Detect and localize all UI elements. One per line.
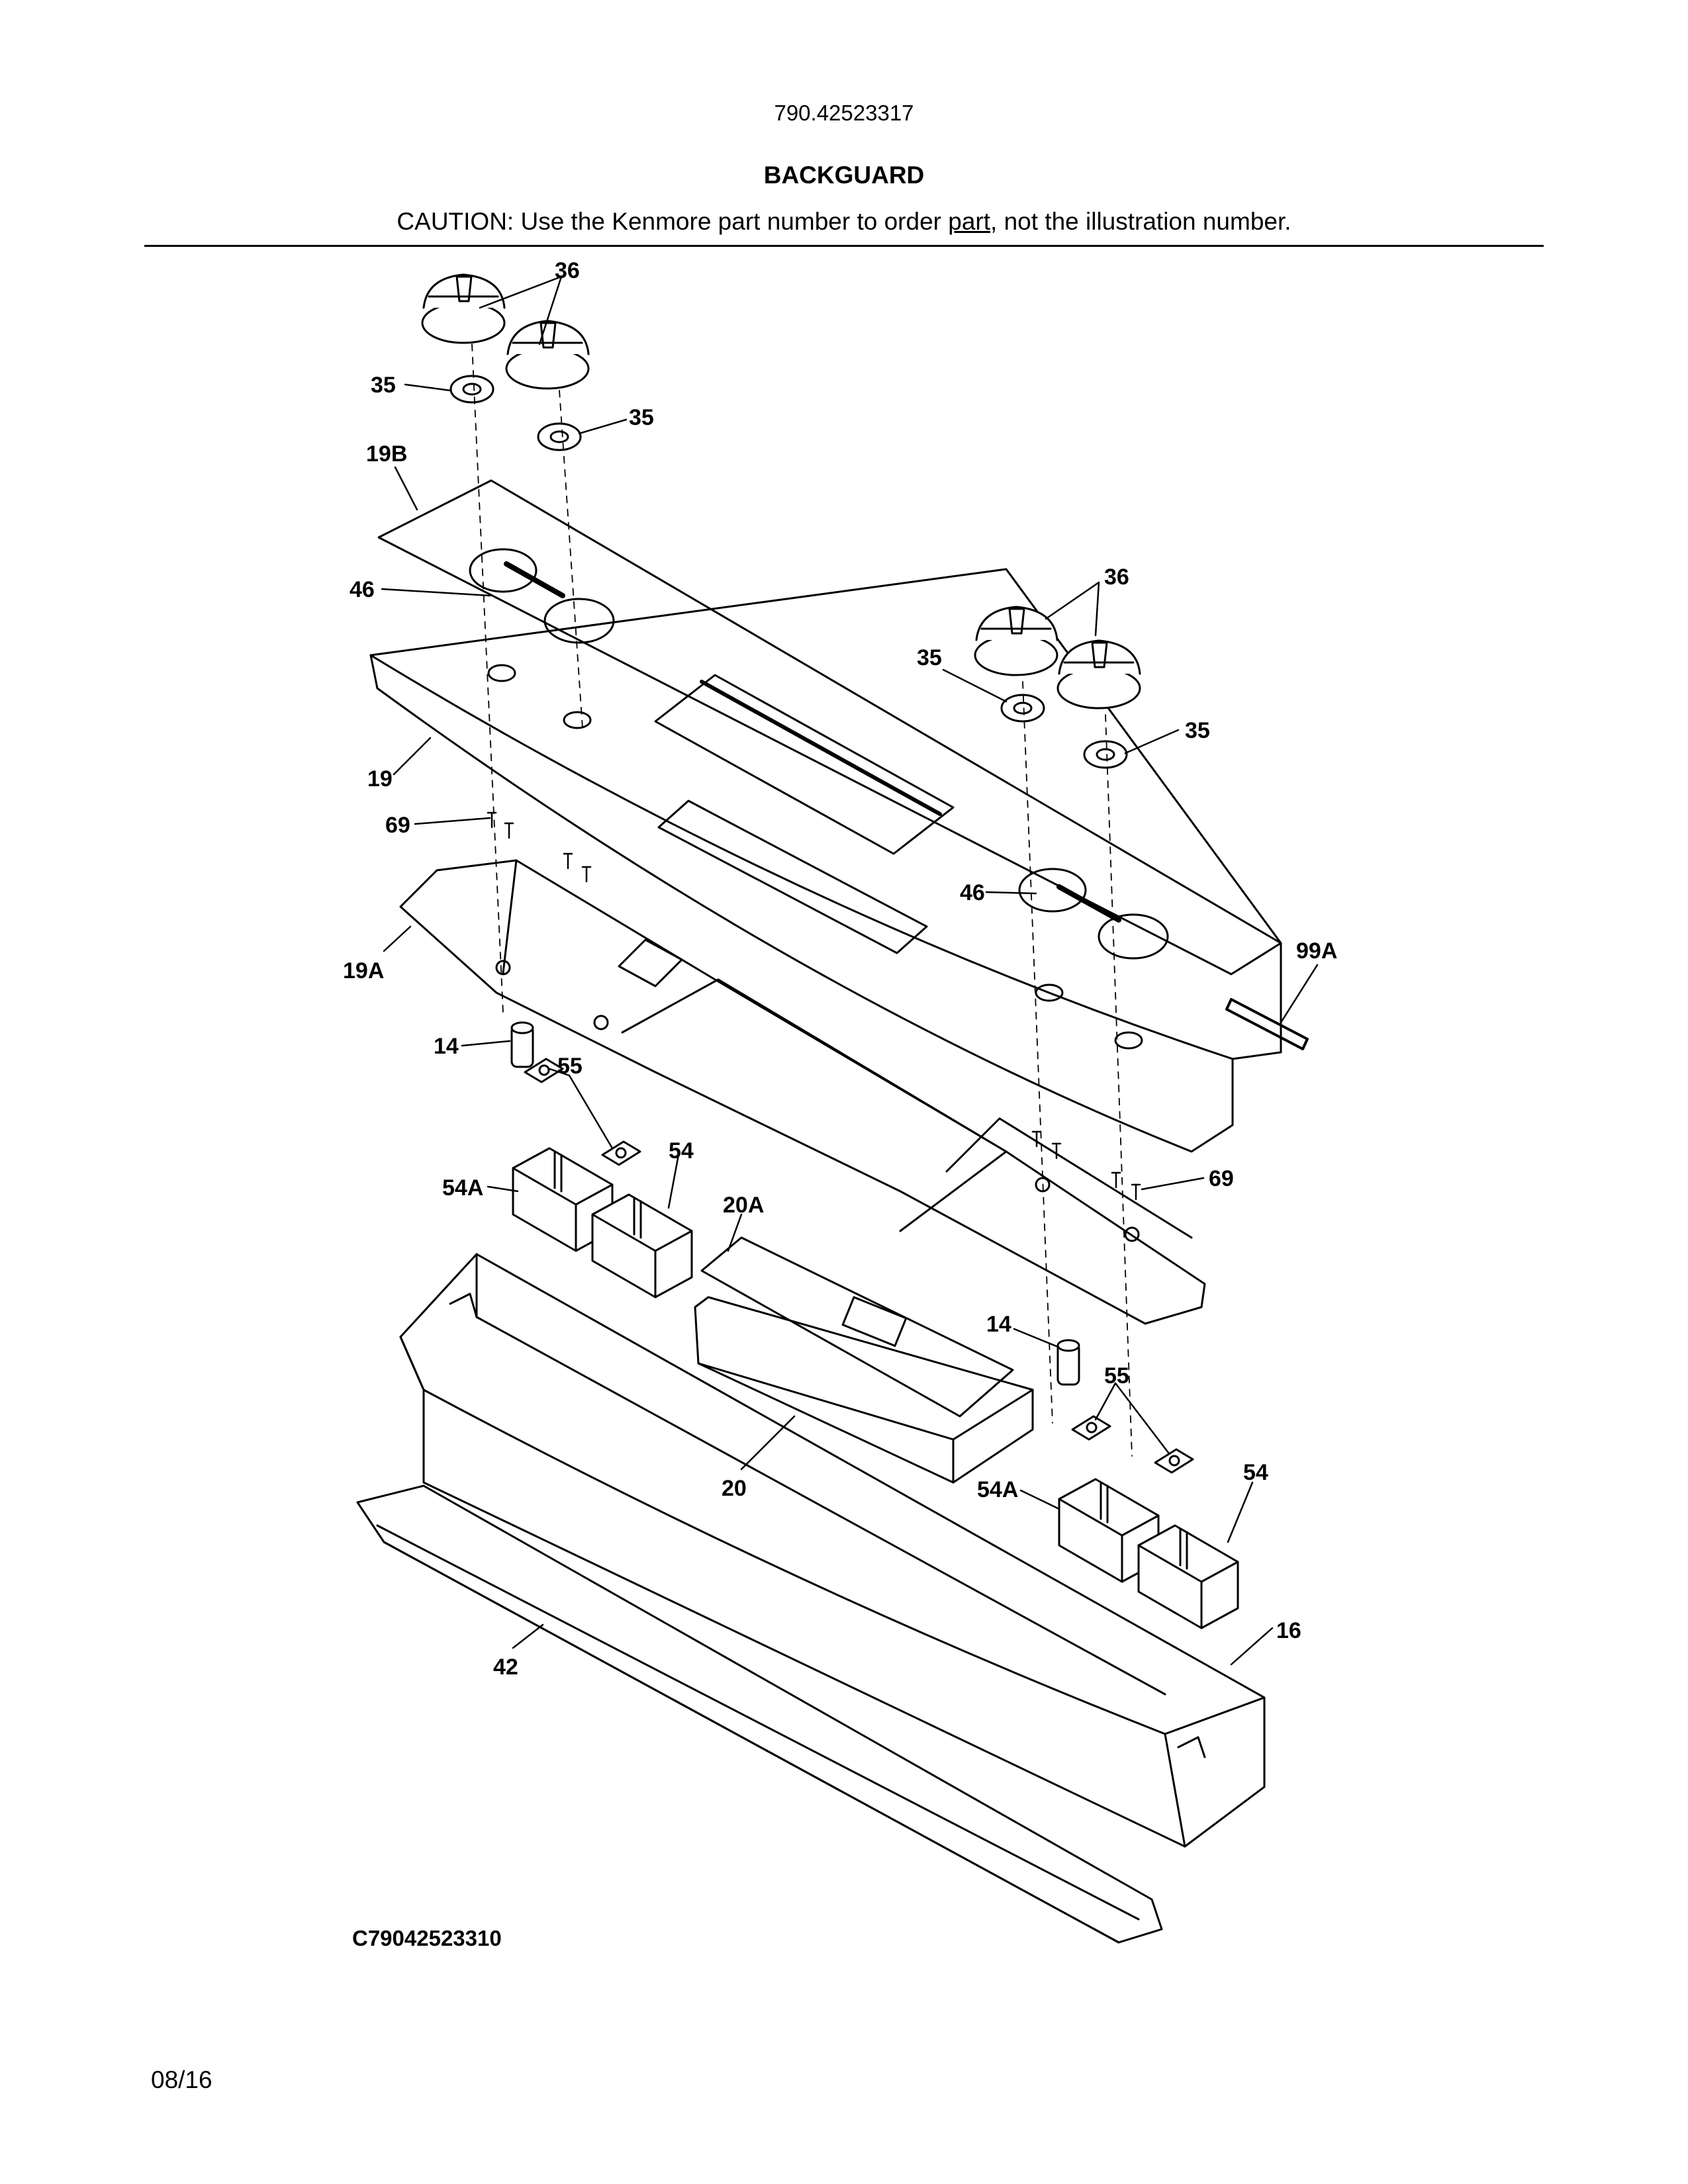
trim-99A [1225, 998, 1309, 1050]
callout-69-b: 69 [1209, 1166, 1234, 1191]
revision-date: 08/16 [151, 2066, 212, 2093]
callout-54A-a: 54A [442, 1175, 483, 1201]
clip-55-b [601, 1140, 641, 1166]
model-number: 790.42523317 [774, 101, 914, 125]
bezel-35-d [1083, 740, 1128, 769]
callout-19A: 19A [343, 958, 384, 983]
lamp-14-b [1056, 1339, 1080, 1386]
drawing-code: C79042523310 [352, 1926, 502, 1950]
callout-36-b: 36 [1104, 565, 1129, 590]
caution-prefix: CAUTION: Use the Kenmore part number to … [397, 208, 949, 235]
clip-55-d [1154, 1448, 1194, 1474]
callout-14-b: 14 [986, 1312, 1011, 1337]
callout-35-c: 35 [917, 645, 942, 670]
callout-54A-b: 54A [977, 1477, 1018, 1502]
caution-suffix: , not the illustration number. [990, 208, 1291, 235]
callout-54-a: 54 [669, 1138, 694, 1163]
panel-19 [369, 568, 1282, 1153]
callout-19B: 19B [366, 441, 407, 467]
knob-36-a [421, 273, 506, 344]
callout-35-d: 35 [1185, 718, 1210, 743]
knob-36-c [974, 606, 1058, 676]
switch-54A-b [1058, 1478, 1160, 1583]
callout-99A: 99A [1296, 938, 1337, 964]
callout-36-a: 36 [555, 258, 580, 283]
bracket-19A [399, 859, 1206, 1325]
housing-16 [399, 1253, 1266, 1848]
overlay-20A [700, 1236, 1014, 1418]
caution-note: CAUTION: Use the Kenmore part number to … [0, 208, 1688, 236]
callout-54-b: 54 [1243, 1460, 1268, 1485]
rail-42 [356, 1484, 1163, 1944]
bezel-35-c [1000, 694, 1045, 723]
header-divider [144, 245, 1544, 247]
clip-55-a [524, 1058, 564, 1083]
switch-54-b [1137, 1524, 1239, 1629]
callout-19: 19 [367, 766, 393, 792]
callout-55-b: 55 [1104, 1363, 1129, 1388]
lamp-14-a [510, 1021, 534, 1068]
callout-55-a: 55 [557, 1054, 583, 1079]
bezel-35-a [449, 375, 494, 404]
clip-55-c [1071, 1415, 1111, 1441]
page-title: BACKGUARD [763, 161, 925, 189]
callout-69-a: 69 [385, 813, 410, 838]
callout-35-b: 35 [629, 405, 654, 430]
callout-16: 16 [1276, 1618, 1301, 1643]
callout-20: 20 [722, 1476, 747, 1501]
callout-42: 42 [493, 1655, 518, 1680]
switch-54-a [591, 1193, 693, 1298]
knob-36-d [1056, 639, 1141, 709]
knob-36-b [505, 320, 590, 390]
callout-46-b: 46 [960, 880, 985, 905]
callout-46-a: 46 [350, 577, 375, 602]
callout-14-a: 14 [434, 1034, 459, 1059]
callout-20A: 20A [723, 1193, 764, 1218]
callout-35-a: 35 [371, 373, 396, 398]
screws-69-right [1031, 1130, 1141, 1201]
caution-underlined: part [948, 208, 991, 235]
screws-69-left [487, 811, 592, 883]
bezel-35-b [537, 422, 582, 451]
